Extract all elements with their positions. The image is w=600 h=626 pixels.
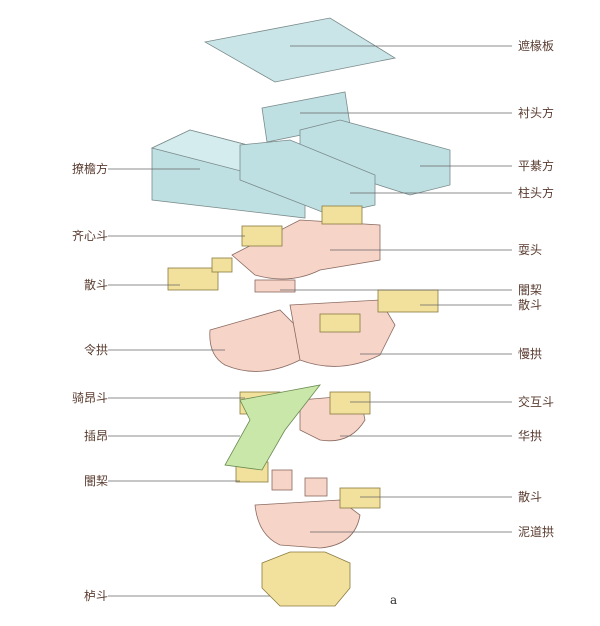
- label-liaoyan-fang: 撩檐方: [71, 162, 108, 176]
- label-shua-tou: 耍头: [518, 243, 543, 257]
- column-head-beam: [239, 139, 376, 216]
- label-ling-gong: 令拱: [83, 343, 108, 357]
- label-san-dou-lower: 散斗: [518, 490, 543, 504]
- linggong-arm: [209, 309, 301, 372]
- label-zhechuan-ban: 遮椽板: [518, 39, 555, 53]
- label-zhutou-fang: 柱头方: [518, 186, 555, 200]
- san-dou-lower: [339, 487, 381, 509]
- label-san-dou: 散斗: [83, 278, 108, 292]
- eave-board: [203, 17, 397, 83]
- figure-letter: a: [390, 593, 398, 607]
- anqi-block: [254, 279, 296, 293]
- label-an-qi: 闇栔: [83, 474, 108, 488]
- shuatou-arm: [231, 219, 381, 280]
- leader-lines: [108, 45, 512, 597]
- label-lu-dou: 栌斗: [83, 589, 108, 603]
- label-jiaohu-dou: 交互斗: [518, 395, 555, 409]
- qixin-dou: [241, 225, 283, 247]
- ludou-block: [261, 551, 351, 607]
- jiaohu-dou: [329, 391, 371, 415]
- label-an-qi-right: 闇栔: [518, 283, 543, 297]
- san-dou-right: [377, 289, 439, 313]
- label-chentou-fang: 衬头方: [518, 106, 555, 120]
- label-qixin-dou: 齐心斗: [71, 229, 108, 243]
- label-qiang-dou: 骑昂斗: [71, 391, 108, 405]
- san-dou-left: [167, 267, 219, 291]
- label-man-gong: 慢拱: [518, 347, 543, 361]
- label-nidao-gong: 泥道拱: [518, 525, 555, 539]
- chaang-cantilever: [224, 384, 321, 471]
- nidaogong-arm: [254, 499, 361, 549]
- label-hua-gong: 华拱: [518, 429, 543, 443]
- mangong-arm: [289, 299, 396, 367]
- label-cha-ang: 插昂: [83, 429, 108, 443]
- label-san-dou-right: 散斗: [518, 298, 543, 312]
- label-pingqi-fang: 平綦方: [518, 159, 555, 173]
